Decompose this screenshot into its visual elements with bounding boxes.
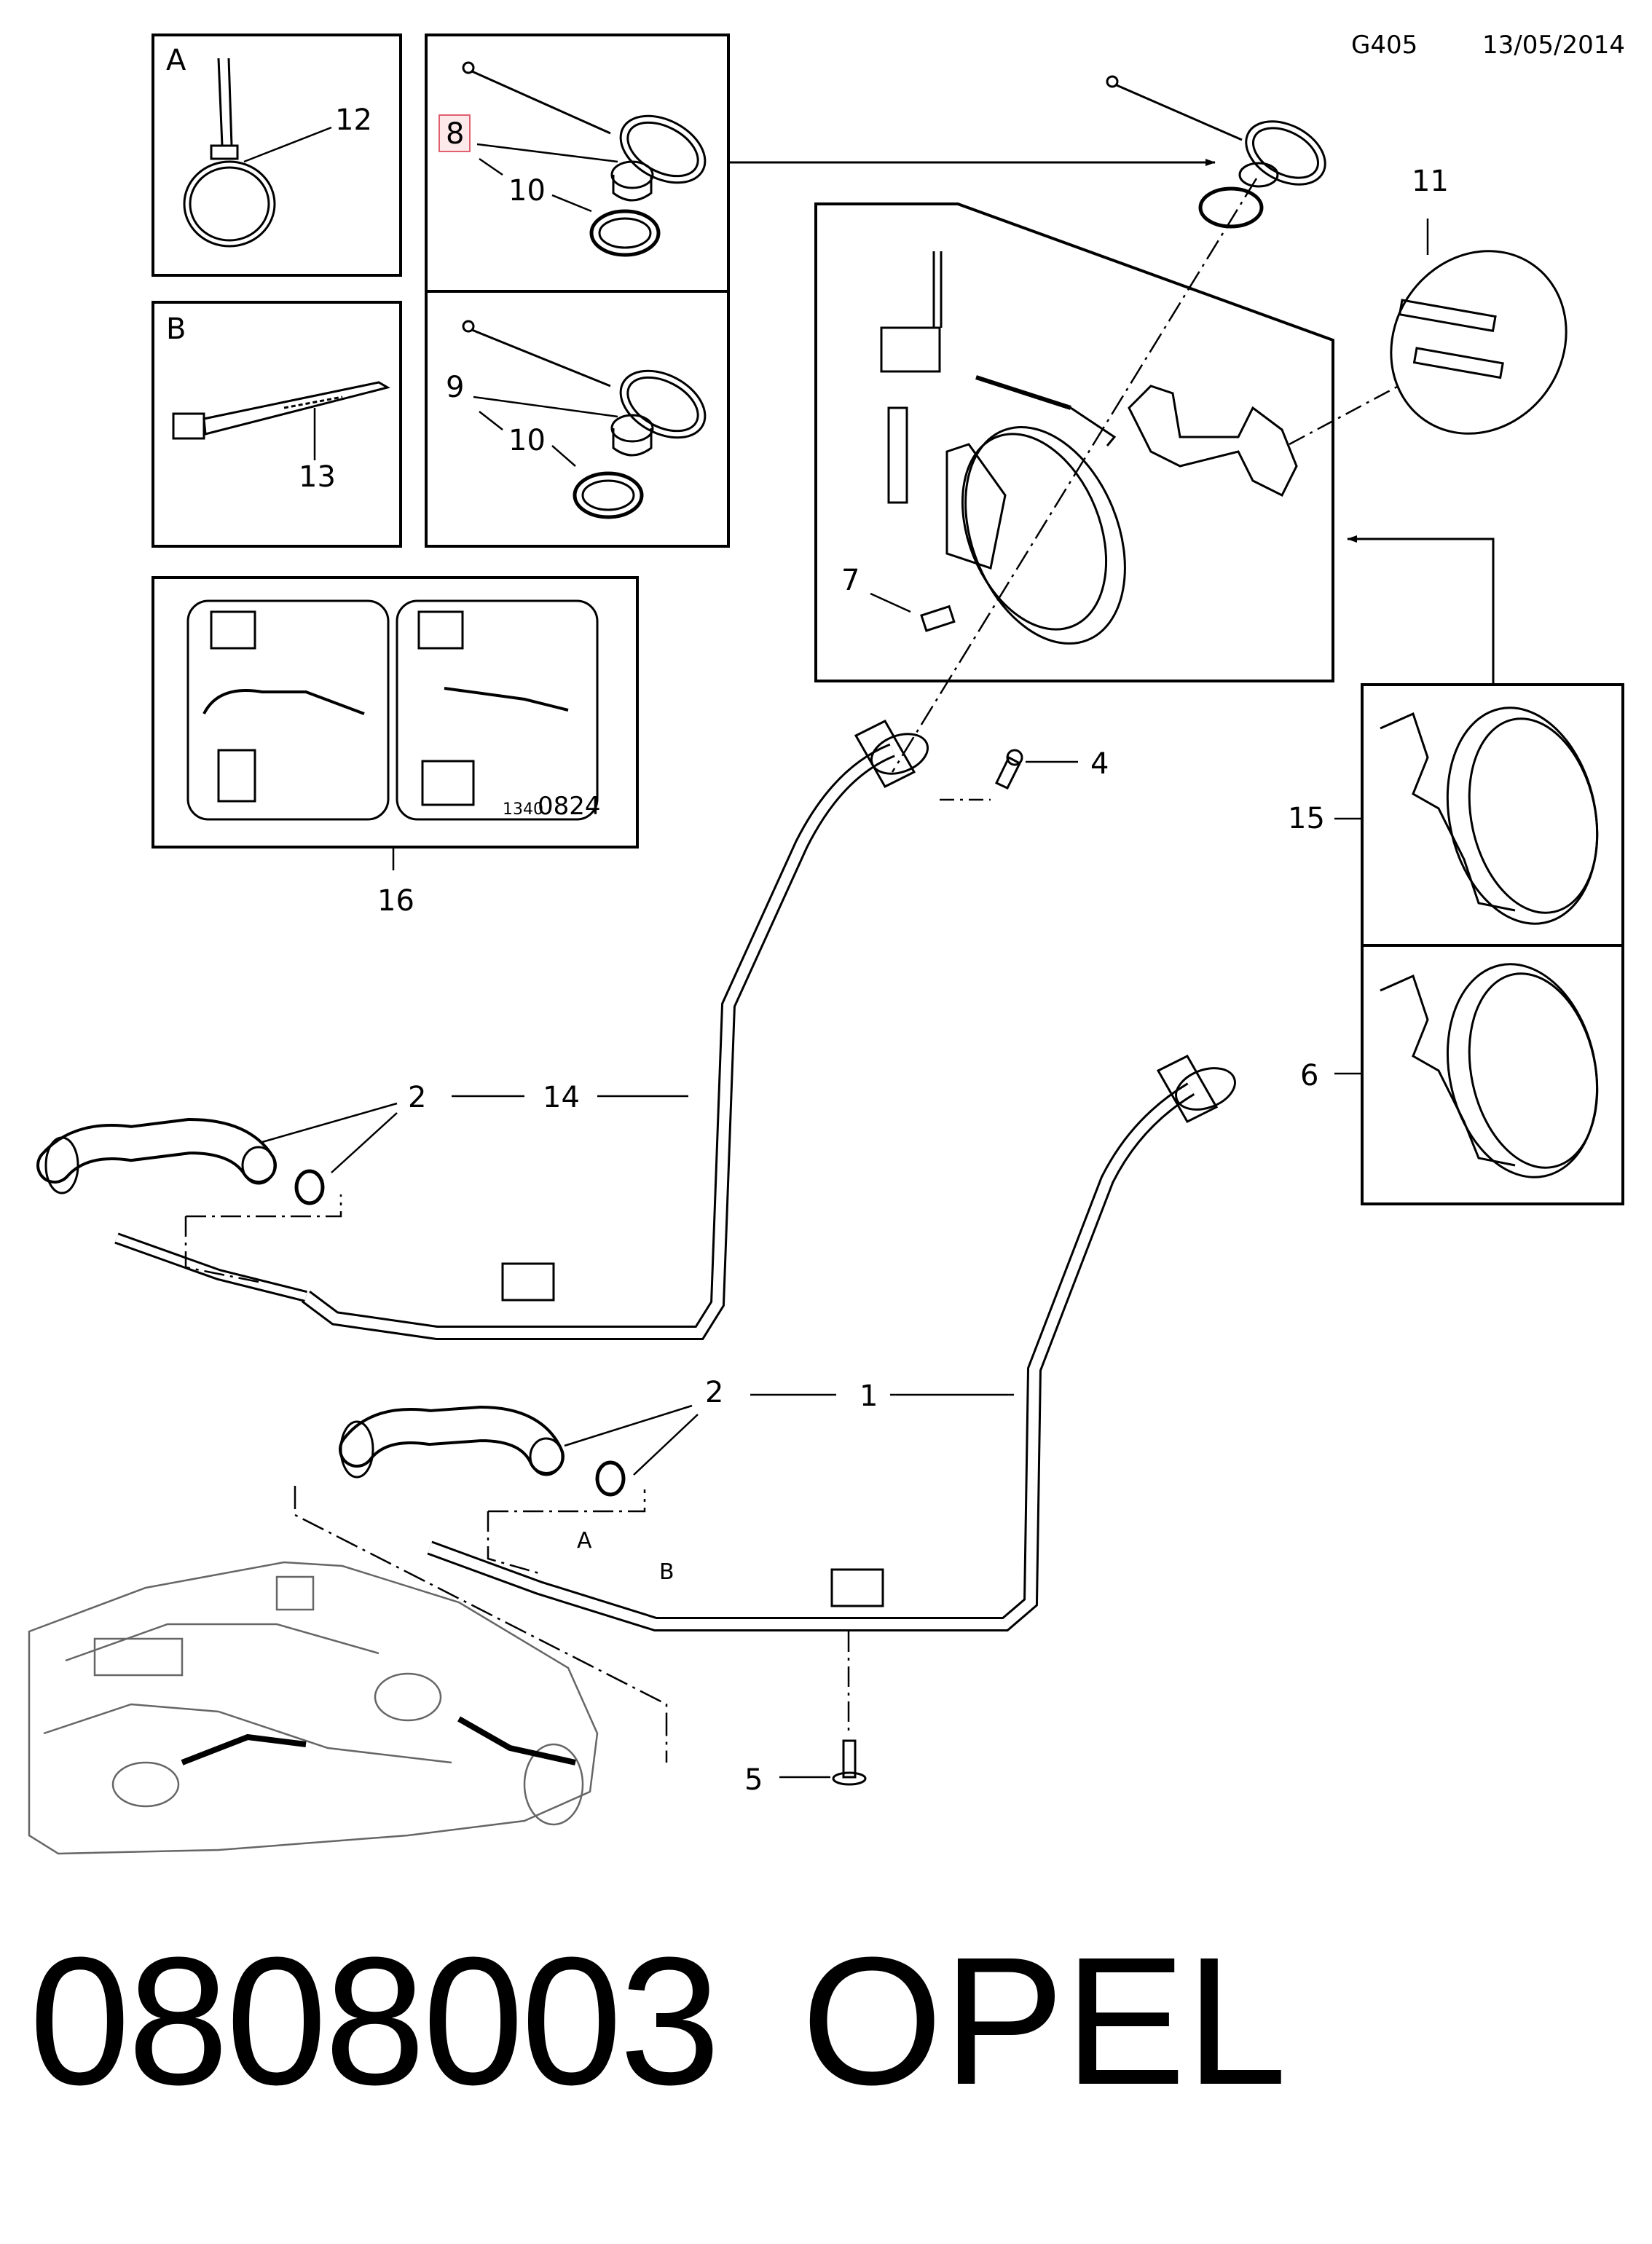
callout-13: 13 <box>299 460 336 494</box>
filler-pipe-1-part <box>427 1055 1236 1631</box>
exploded-parts-diagram: A 12 B 13 <box>28 34 1624 1855</box>
fuel-cap-8-part <box>462 61 707 257</box>
callout-8-highlight <box>438 114 471 152</box>
diagram-date: 13/05/2014 <box>1482 31 1625 60</box>
cable-tie-ring-part <box>183 58 276 248</box>
vent-hose-upper <box>36 1117 325 1205</box>
callout-15: 15 <box>1288 802 1325 835</box>
vent-hose-lower <box>339 1405 626 1497</box>
pipe-label-a: A <box>577 1528 592 1554</box>
callout-9: 9 <box>446 371 464 404</box>
variant-box-6: 6 <box>1300 944 1624 1205</box>
fuel-door-cover-11: 11 <box>1390 165 1568 435</box>
callout-10-lower: 10 <box>508 424 546 457</box>
callout-14: 14 <box>543 1081 580 1114</box>
inset-fuel-cap-9: 9 10 <box>425 290 730 548</box>
callout-11: 11 <box>1412 165 1449 198</box>
screw-4-part: 4 <box>994 747 1109 790</box>
callout-5: 5 <box>744 1763 763 1797</box>
callout-8: 8 <box>446 117 464 151</box>
callout-4: 4 <box>1090 747 1109 781</box>
callout-6: 6 <box>1300 1059 1318 1093</box>
diagram-code: G405 <box>1351 31 1418 60</box>
filler-housing-box: 7 <box>814 202 1334 682</box>
part-number: 0808003 <box>29 1919 720 2122</box>
callout-1: 1 <box>860 1379 878 1413</box>
label-code-suffix: 0824 <box>538 792 601 821</box>
callout-12: 12 <box>335 103 372 137</box>
filler-housing-part <box>880 251 1298 645</box>
fuel-cap-9-part <box>462 320 707 519</box>
callout-16: 16 <box>377 884 414 918</box>
fuel-tank-outline <box>28 1561 599 1855</box>
callout-2-upper: 2 <box>408 1081 426 1114</box>
inset-a-box: A 12 <box>152 34 402 277</box>
fuel-cap-assembled <box>1106 75 1326 229</box>
inset-fuel-cap-8: 8 10 <box>425 34 730 293</box>
callout-2-lower: 2 <box>705 1376 723 1409</box>
pin-7-part <box>920 605 956 632</box>
warning-label-16: 1340 0824 16 <box>152 576 639 918</box>
label-code-prefix: 1340 <box>503 800 543 819</box>
centerline-cap <box>891 178 1258 773</box>
screw-5-part: 5 <box>744 1739 867 1797</box>
variant-box-15: 15 <box>1288 683 1624 947</box>
callout-10-upper: 10 <box>508 174 546 208</box>
inset-b-letter: B <box>166 312 186 346</box>
inset-b-box: B 13 <box>152 301 402 548</box>
brand-name: OPEL <box>801 1919 1287 2122</box>
inset-a-letter: A <box>166 44 186 77</box>
callout-7: 7 <box>841 564 860 597</box>
cable-tie-strip-part <box>172 381 390 440</box>
arrow-to-housing <box>1347 535 1495 685</box>
pipe-label-b: B <box>659 1559 674 1585</box>
